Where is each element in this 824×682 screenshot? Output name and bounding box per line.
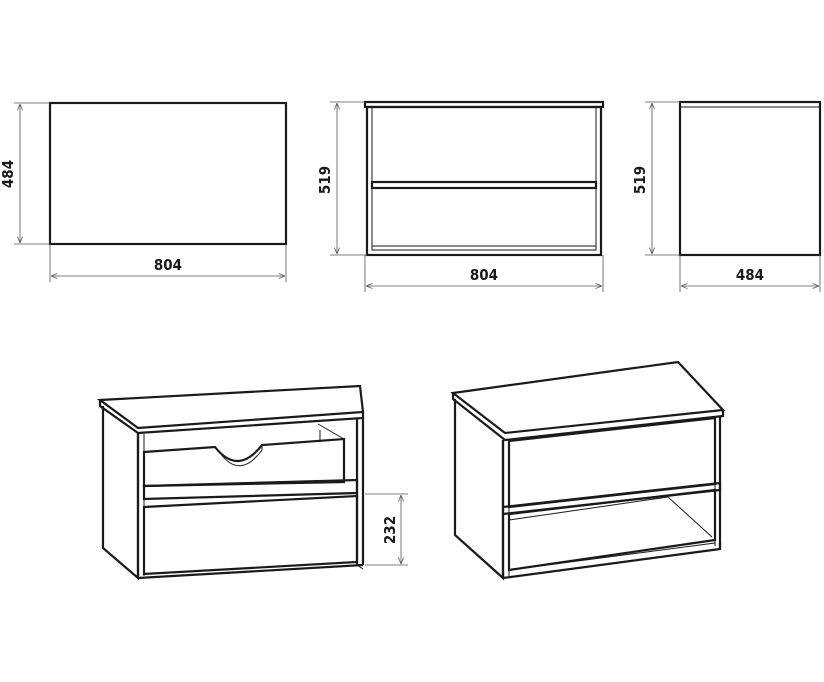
- iso-drawer-box: [142, 437, 346, 488]
- top-view-outline: [48, 101, 288, 246]
- side-view-height-label: 519: [631, 166, 649, 194]
- top-view-depth-label: 484: [0, 160, 17, 188]
- iso-lower-drawer-front: [142, 494, 359, 576]
- front-view: 519 804: [316, 100, 605, 292]
- side-view: 519 484: [631, 100, 822, 292]
- side-view-depth-label: 484: [736, 266, 764, 284]
- iso-view-closed: [450, 360, 726, 581]
- front-view-middle-shelf: [370, 180, 598, 190]
- top-view: 484 804: [0, 101, 288, 282]
- iso-middle-shelf: [142, 478, 359, 501]
- iso-view-open-drawer: 232: [96, 384, 408, 581]
- front-view-width-label: 804: [470, 266, 498, 284]
- iso-drawer-height-label: 232: [381, 516, 399, 544]
- side-view-outline: [678, 100, 822, 257]
- iso-left-panel: [101, 406, 140, 581]
- top-view-width-label: 804: [154, 256, 182, 274]
- front-view-height-label: 519: [316, 166, 334, 194]
